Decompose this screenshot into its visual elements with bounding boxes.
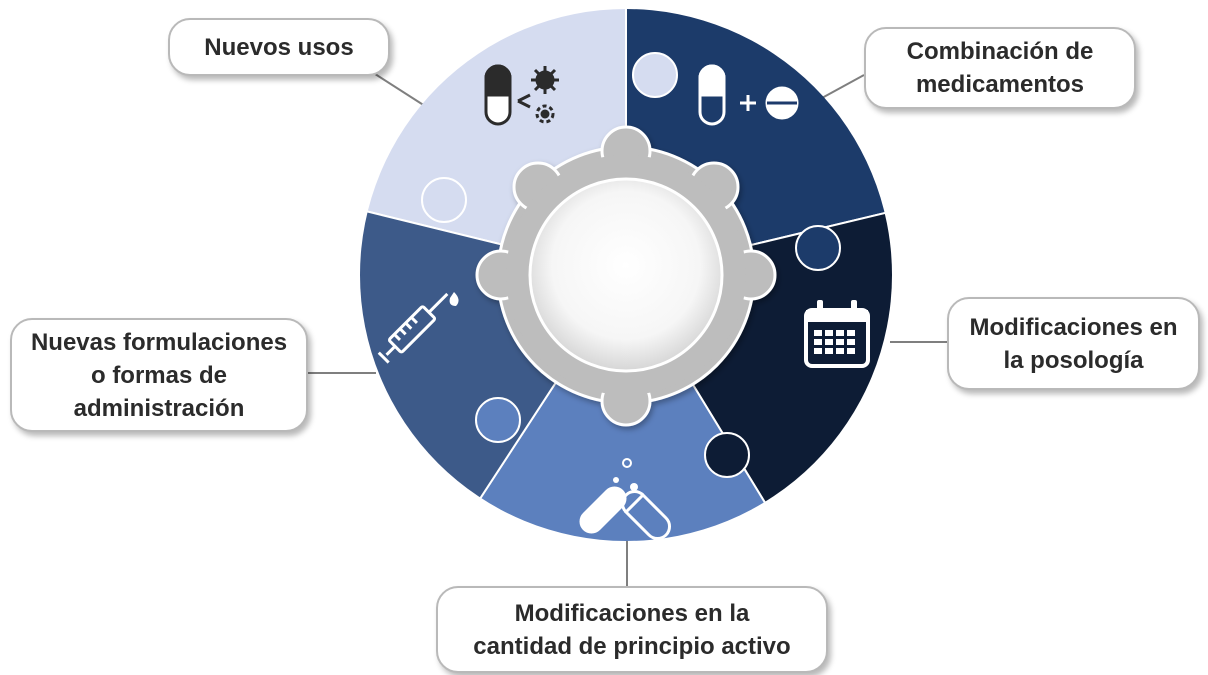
label-nuevos-usos-text: Nuevos usos — [204, 33, 354, 61]
label-combinacion-text: Combinación de medicamentos — [906, 38, 1094, 98]
label-formulaciones: Nuevas formulaciones o formas de adminis… — [10, 318, 308, 432]
capsule-plus-tablet-icon — [698, 64, 799, 126]
label-posologia-text: Modificaciones en la posología — [969, 313, 1178, 374]
syringe-icon — [377, 292, 459, 364]
label-combinacion: Combinación de medicamentos — [864, 27, 1136, 109]
center-gear — [475, 125, 777, 427]
open-capsule-icon — [579, 458, 671, 540]
puzzle-knobs — [421, 52, 841, 478]
calendar-icon — [804, 300, 870, 368]
label-posologia: Modificaciones en la posología — [947, 297, 1200, 390]
label-cantidad-text: Modificaciones en la cantidad de princip… — [473, 599, 791, 660]
label-cantidad: Modificaciones en la cantidad de princip… — [436, 586, 828, 673]
label-formulaciones-text: Nuevas formulaciones o formas de adminis… — [30, 328, 288, 422]
capsule-with-virus-icon — [484, 64, 559, 126]
label-nuevos-usos: Nuevos usos — [168, 18, 390, 76]
